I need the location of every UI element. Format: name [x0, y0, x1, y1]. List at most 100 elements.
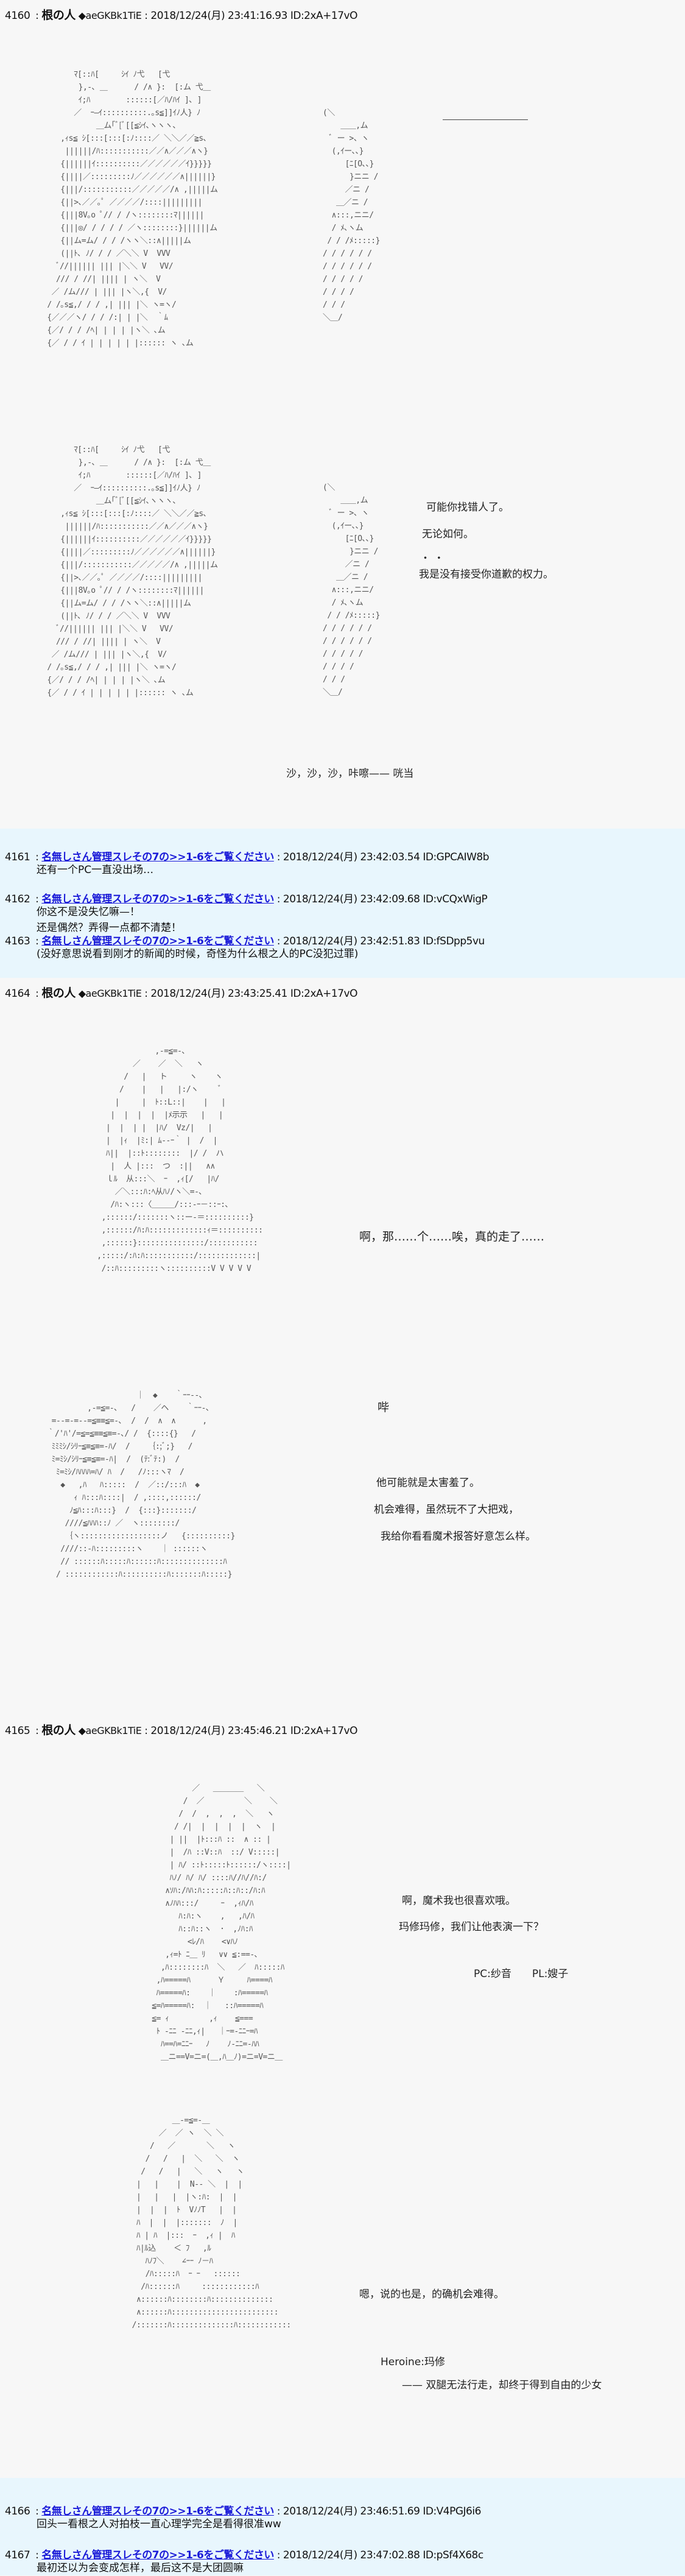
ascii-art-character: ／ ＿＿＿＿ ＼ / ／ ＼ ＼ / / , , , ＼ ヽ / /| | | …: [152, 1784, 291, 2062]
separator: :: [32, 851, 42, 863]
post-datetime: 2018/12/24(月) 23:42:09.68: [283, 893, 420, 905]
post-number: 4167: [5, 2549, 30, 2561]
decor-line: [443, 119, 528, 120]
separator: :: [273, 893, 283, 905]
separator: :: [32, 2505, 42, 2518]
post-body: (没好意思说看到刚才的新闻的时候，奇怪为什么根之人的PC没犯过罪): [37, 946, 358, 962]
post-4165: 4165 : 根の人 ◆aeGKBk1TiE : 2018/12/24(月) 2…: [0, 1715, 685, 2478]
dialogue-line: 我给你看看魔术报答好意怎么样。: [381, 1530, 536, 1543]
post-body: 还有一个PC一直没出场…: [37, 862, 153, 878]
post-datetime: 2018/12/24(月) 23:46:51.69: [283, 2505, 420, 2518]
post-number: 4163: [5, 935, 30, 947]
ascii-art-figure: ﾏ[::ﾊ[ ｼｲ ﾉ弋 [弋 },-､ ＿ / /∧ }: [:ム 弋＿ ｲ;…: [47, 445, 218, 698]
ascii-art-character: ,-=≦=-､ ／ ／ ＼ ヽ / | ト ヽ ヽ / | | |:/ヽ ﾞ |…: [97, 1047, 263, 1273]
post-header: 4163 : 名無しさん管理スレその7の>>1-6をご覧ください : 2018/…: [5, 932, 485, 947]
separator: :: [32, 2549, 42, 2561]
heroine-credit: Heroine:玛修: [381, 2356, 445, 2368]
separator: :: [273, 851, 283, 863]
post-author: 根の人: [41, 9, 76, 22]
sound-effect: 沙，沙，沙，咔嚓—— 咣当: [286, 768, 414, 780]
post-id: ID:fSDpp5vu: [423, 935, 485, 947]
post-id: ID:2xA+17vO: [290, 10, 358, 22]
post-header: 4166 : 名無しさん管理スレその7の>>1-6をご覧ください : 2018/…: [5, 2502, 481, 2518]
post-line: 还有一个PC一直没出场…: [37, 864, 154, 876]
separator: :: [141, 1725, 151, 1737]
post-number: 4164: [5, 988, 30, 1000]
post-author-link[interactable]: 名無しさん管理スレその7の>>1-6をご覧ください: [41, 935, 274, 947]
separator: :: [32, 10, 42, 22]
post-header: 4160 : 根の人 ◆aeGKBk1TiE : 2018/12/24(月) 2…: [5, 6, 358, 23]
post-number: 4166: [5, 2505, 30, 2518]
post-author-link[interactable]: 名無しさん管理スレその7の>>1-6をご覧ください: [41, 893, 274, 905]
sound-effect: 哔: [378, 1401, 390, 1414]
post-author-link[interactable]: 名無しさん管理スレその7の>>1-6をご覧ください: [41, 2549, 274, 2561]
post-datetime: 2018/12/24(月) 23:42:51.83: [283, 935, 420, 947]
separator: :: [32, 1725, 42, 1737]
ascii-art-character: ＿-=≦=-＿ ／ ／ ヽ ＼ ＼ / ／ ＼ ヽ / / | ＼ ＼ ヽ / …: [132, 2116, 292, 2330]
post-number: 4162: [5, 893, 30, 905]
ascii-art-figure: ﾏ[::ﾊ[ ｼｲ ﾉ弋 [弋 },-､ ＿ / /∧ }: [:ム 弋＿ ｲ;…: [47, 70, 218, 348]
separator: :: [32, 988, 42, 1000]
post-id: ID:pSf4X68c: [423, 2549, 483, 2561]
post-author-link[interactable]: 名無しさん管理スレその7の>>1-6をご覧ください: [41, 2505, 274, 2518]
post-line: 还是偶然？弄得一点都不清楚！: [37, 922, 181, 934]
replies-block-2: 4166 : 名無しさん管理スレその7の>>1-6をご覧ください : 2018/…: [0, 2478, 685, 2575]
separator: :: [32, 935, 42, 947]
post-header: 4164 : 根の人 ◆aeGKBk1TiE : 2018/12/24(月) 2…: [5, 984, 358, 1000]
separator: :: [273, 2505, 283, 2518]
separator: :: [141, 988, 151, 1000]
post-4164: 4164 : 根の人 ◆aeGKBk1TiE : 2018/12/24(月) 2…: [0, 978, 685, 1715]
dialogue-line: 玛修玛修，我们让他表演一下？: [399, 1921, 544, 1933]
post-header: 4162 : 名無しさん管理スレその7の>>1-6をご覧ください : 2018/…: [5, 890, 488, 905]
post-author-link[interactable]: 名無しさん管理スレその7の>>1-6をご覧ください: [41, 851, 274, 863]
pc-credit: PC:纱音 PL:嫂子: [474, 1968, 569, 1980]
separator: :: [32, 893, 42, 905]
dialogue-line: 嗯，说的也是，的确机会难得。: [359, 2288, 504, 2301]
dialogue-line: 啊，魔术我也很喜欢哦。: [402, 1895, 516, 1907]
post-header: 4161 : 名無しさん管理スレその7の>>1-6をご覧ください : 2018/…: [5, 848, 490, 863]
post-body: 最初还以为会变成怎样，最后这不是大团圆嘛: [37, 2560, 244, 2576]
post-id: ID:GPCAIW8b: [423, 851, 490, 863]
post-datetime: 2018/12/24(月) 23:47:02.88: [283, 2549, 420, 2561]
post-datetime: 2018/12/24(月) 23:43:25.41: [150, 988, 287, 1000]
separator: :: [141, 10, 151, 22]
post-id: ID:2xA+17vO: [290, 1725, 358, 1737]
post-author: 根の人: [41, 986, 76, 1000]
post-body: 你这不是没失忆嘛—！ 还是偶然？弄得一点都不清楚！: [37, 904, 181, 936]
dialogue-line: 无论如何。: [422, 528, 474, 540]
dialogue-dots: ・ ・: [420, 553, 444, 565]
post-author: 根の人: [41, 1724, 76, 1737]
post-tripcode: ◆aeGKBk1TiE: [78, 1725, 142, 1736]
ascii-art-hand: (＼ ＿＿,ム ﾞ ー >、ヽ (,ｲー､､} [ﾆ[O､､} }ニニ / ／ニ…: [323, 483, 380, 697]
post-number: 4161: [5, 851, 30, 863]
post-header: 4165 : 根の人 ◆aeGKBk1TiE : 2018/12/24(月) 2…: [5, 1721, 358, 1738]
post-line: 最初还以为会变成怎样，最后这不是大团圆嘛: [37, 2562, 244, 2574]
dialogue-line: 啊，那……个……唉，真的走了……: [359, 1230, 545, 1244]
dialogue-line: 我是没有接受你道歉的权力。: [419, 568, 553, 581]
ascii-art-hand: (＼ ＿＿,ム ﾞ ー >、ヽ (,ｲー､､} [ﾆ[O､､} }ニニ / ／ニ…: [323, 108, 380, 322]
post-id: ID:vCQxWigP: [423, 893, 488, 905]
post-id: ID:2xA+17vO: [290, 988, 358, 1000]
replies-block-1: 4161 : 名無しさん管理スレその7の>>1-6をご覧ください : 2018/…: [0, 829, 685, 978]
post-tripcode: ◆aeGKBk1TiE: [78, 988, 142, 999]
post-number: 4160: [5, 10, 30, 22]
post-body: 回头一看根之人对拍枝一直心理学完全是看得很准ww: [37, 2516, 281, 2532]
post-header: 4167 : 名無しさん管理スレその7の>>1-6をご覧ください : 2018/…: [5, 2546, 483, 2561]
post-tripcode: ◆aeGKBk1TiE: [78, 10, 142, 21]
heroine-subtitle: —— 双腿无法行走，却终于得到自由的少女: [402, 2379, 602, 2391]
post-id: ID:V4PGJ6i6: [423, 2505, 481, 2518]
post-number: 4165: [5, 1725, 30, 1737]
separator: :: [273, 2549, 283, 2561]
post-datetime: 2018/12/24(月) 23:45:46.21: [150, 1725, 287, 1737]
post-datetime: 2018/12/24(月) 23:41:16.93: [150, 10, 287, 22]
post-line: 你这不是没失忆嘛—！: [37, 906, 140, 918]
post-line: (没好意思说看到刚才的新闻的时候，奇怪为什么根之人的PC没犯过罪): [37, 948, 359, 960]
dialogue-line: 他可能就是太害羞了。: [376, 1477, 480, 1489]
post-line: 回头一看根之人对拍枝一直心理学完全是看得很准ww: [37, 2518, 281, 2530]
post-datetime: 2018/12/24(月) 23:42:03.54: [283, 851, 420, 863]
dialogue-line: 机会难得，虽然玩不了大把戏，: [374, 1504, 519, 1516]
dialogue-line: 可能你找错人了。: [426, 501, 509, 514]
separator: :: [273, 935, 283, 947]
ascii-art-characters: ｜ ◆ ｀ｰｰ--､ ,-=≦=-､ / ／ヘ ｀ｰｰ-､ =--=-=--=≦…: [47, 1391, 235, 1579]
post-4160: 4160 : 根の人 ◆aeGKBk1TiE : 2018/12/24(月) 2…: [0, 0, 685, 829]
